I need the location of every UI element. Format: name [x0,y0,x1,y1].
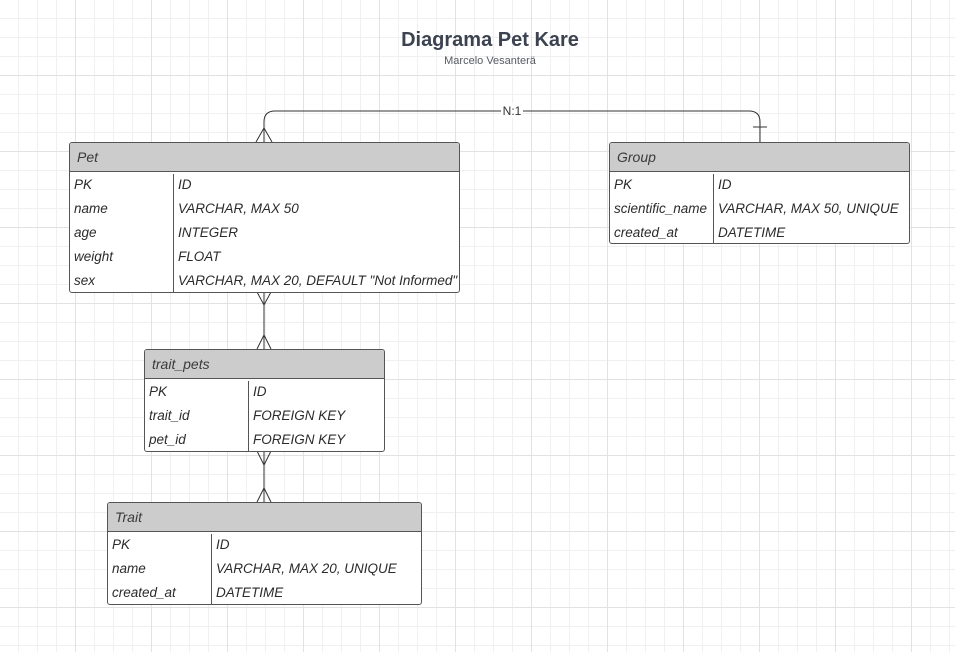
entity-row: PK ID [108,534,421,558]
field-type: VARCHAR, MAX 20, UNIQUE [216,561,397,576]
field-type: INTEGER [178,225,239,240]
field-name: PK [108,534,212,558]
entity-row: PK ID [610,174,909,198]
entity-group[interactable]: Group PK ID scientific_name VARCHAR, MAX… [609,142,910,244]
entity-row: PK ID [145,381,384,405]
diagram-subtitle: Marcelo Vesanterä [444,55,536,67]
field-name: pet_id [145,429,249,451]
field-name: sex [70,270,174,292]
entity-row: trait_id FOREIGN KEY [145,405,384,429]
entity-row: age INTEGER [70,222,459,246]
entity-row: created_at DATETIME [610,222,909,243]
pet-many-crowsfoot-icon [255,126,273,143]
entity-row: sex VARCHAR, MAX 20, DEFAULT "Not Inform… [70,270,459,292]
field-type: ID [216,537,230,552]
entity-trait-pets-header: trait_pets [145,350,384,379]
entity-pet-header: Pet [70,143,459,172]
field-type: ID [718,177,732,192]
field-type: VARCHAR, MAX 50, UNIQUE [718,201,899,216]
field-type: ID [253,384,267,399]
field-type: FOREIGN KEY [253,432,346,447]
entity-row: weight FLOAT [70,246,459,270]
field-type: FLOAT [178,249,221,264]
field-name: name [108,558,212,582]
entity-trait-header: Trait [108,503,421,532]
entity-pet[interactable]: Pet PK ID name VARCHAR, MAX 50 age INTEG… [69,142,460,293]
field-name: PK [610,174,714,198]
field-name: age [70,222,174,246]
entity-row: name VARCHAR, MAX 50 [70,198,459,222]
field-name: weight [70,246,174,270]
field-type: ID [178,177,192,192]
field-name: PK [70,174,174,198]
field-type: VARCHAR, MAX 20, DEFAULT "Not Informed" [178,273,458,288]
entity-row: PK ID [70,174,459,198]
entity-trait[interactable]: Trait PK ID name VARCHAR, MAX 20, UNIQUE… [107,502,422,605]
field-type: DATETIME [718,225,786,240]
field-name: PK [145,381,249,405]
entity-group-header: Group [610,143,909,172]
trait-many-crowsfoot-top-icon [256,486,272,503]
field-type: DATETIME [216,585,284,600]
diagram-title: Diagrama Pet Kare [401,29,579,51]
field-name: scientific_name [610,198,714,222]
field-name: created_at [108,582,212,604]
field-type: VARCHAR, MAX 50 [178,201,299,216]
relationship-label: N:1 [503,104,522,118]
entity-row: scientific_name VARCHAR, MAX 50, UNIQUE [610,198,909,222]
entity-row: name VARCHAR, MAX 20, UNIQUE [108,558,421,582]
field-name: trait_id [145,405,249,429]
field-type: FOREIGN KEY [253,408,346,423]
entity-row: pet_id FOREIGN KEY [145,429,384,451]
field-name: created_at [610,222,714,243]
field-name: name [70,198,174,222]
pet-many-crowsfoot-bottom-icon [256,291,272,307]
entity-row: created_at DATETIME [108,582,421,604]
entity-trait-pets[interactable]: trait_pets PK ID trait_id FOREIGN KEY pe… [144,349,385,452]
traitpets-many-crowsfoot-bottom-icon [256,450,272,467]
traitpets-many-crowsfoot-top-icon [256,333,272,350]
